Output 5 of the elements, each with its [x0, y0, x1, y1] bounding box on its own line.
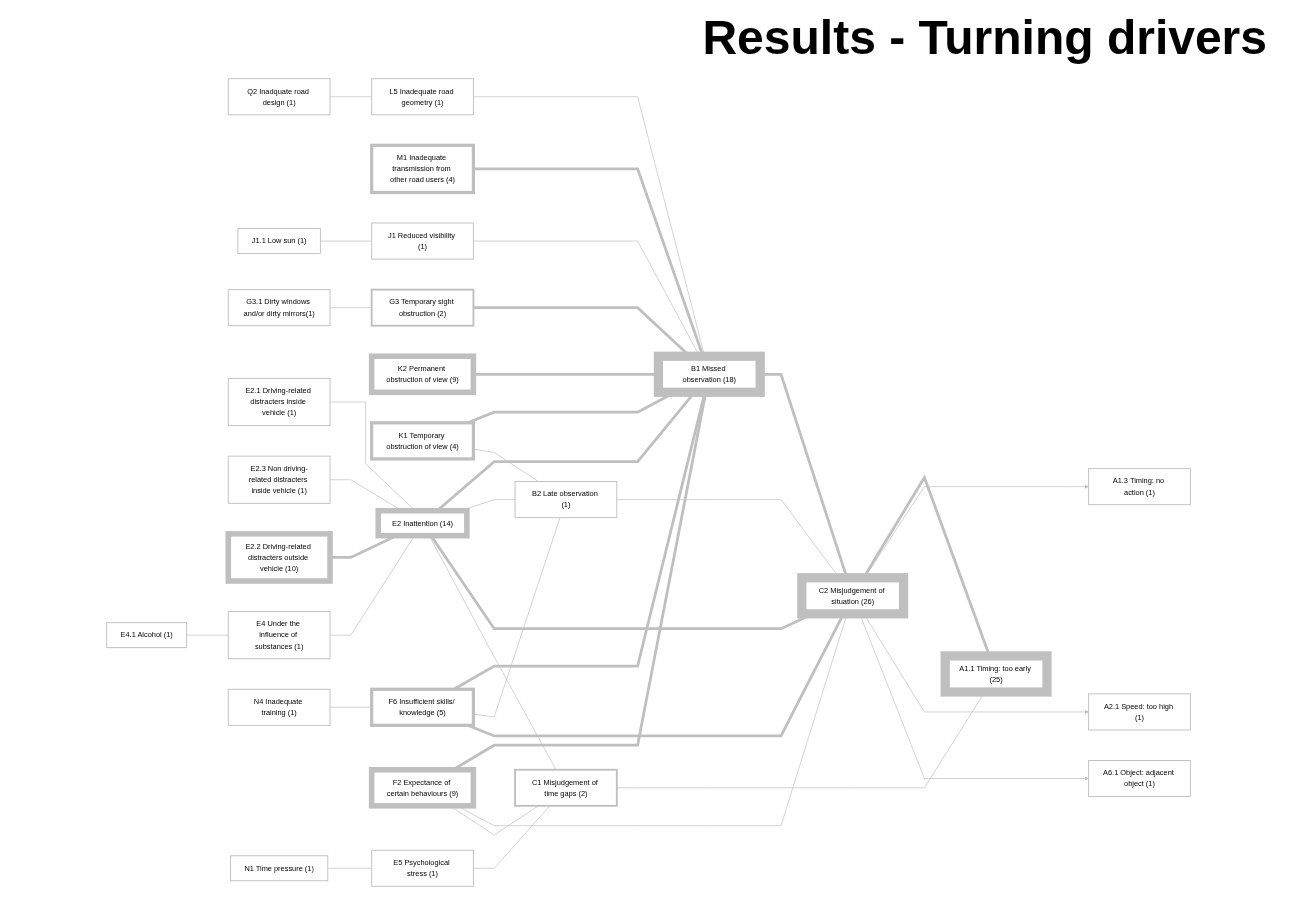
connector [329, 96, 372, 98]
connector [329, 307, 372, 308]
connector [473, 805, 551, 869]
diagram-title: Results - Turning drivers [702, 10, 1267, 65]
connector [327, 867, 372, 869]
